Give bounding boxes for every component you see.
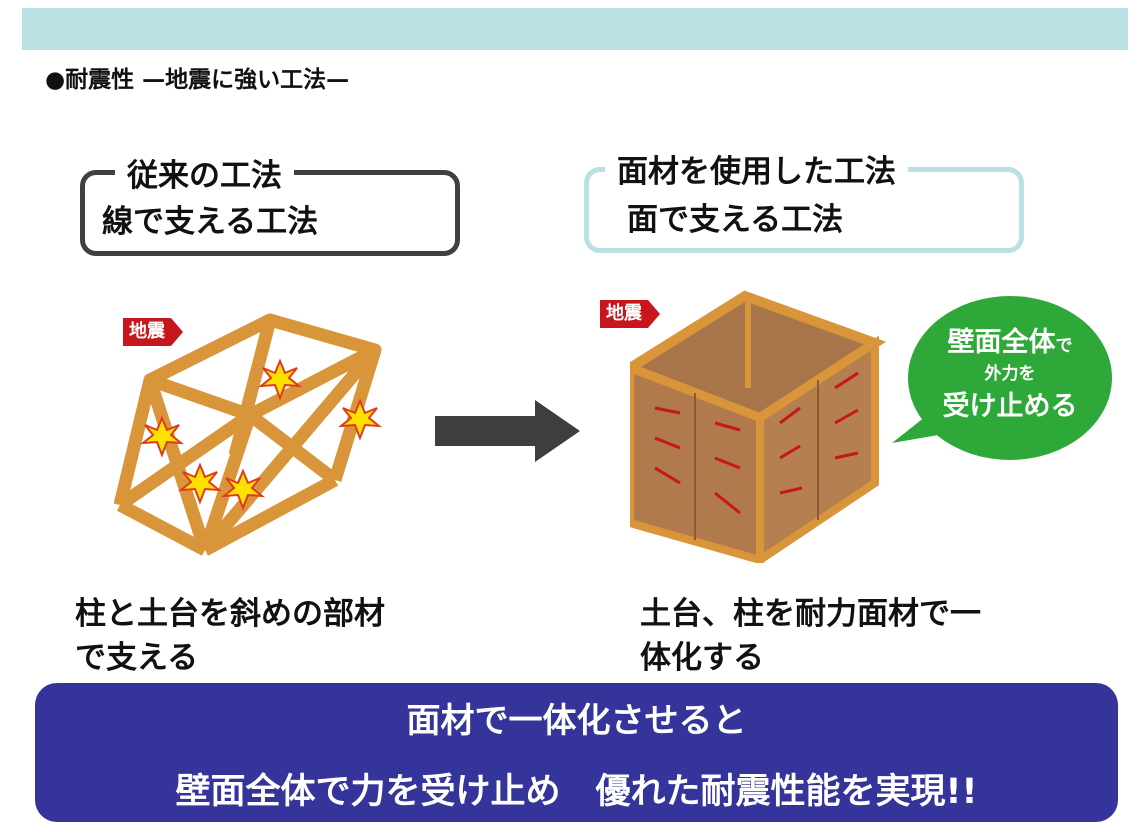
right-arrow-icon	[435, 400, 580, 462]
left-caption-line1: 柱と土台を斜めの部材	[75, 596, 385, 632]
bubble-line1-small: で	[1055, 336, 1073, 356]
earthquake-tag: 地震	[600, 300, 660, 328]
panel-box-illustration	[630, 290, 887, 563]
section-heading: ●耐震性 —地震に強い工法—	[45, 67, 350, 93]
header-band	[22, 8, 1128, 50]
impact-star-icon	[139, 415, 185, 458]
left-caption-line2: で支える	[75, 640, 199, 676]
panel-method-title: 面材を使用した工法	[605, 146, 908, 191]
bubble-text: 壁面全体で 外力を 受け止める	[915, 320, 1105, 423]
bubble-line2: 外力を	[984, 364, 1036, 384]
conventional-method-title: 従来の工法	[115, 150, 294, 195]
bubble-line1: 壁面全体	[947, 327, 1056, 358]
left-caption: 柱と土台を斜めの部材 で支える	[75, 592, 385, 680]
right-caption-line2: 体化する	[640, 640, 764, 676]
conventional-method-subtitle: 線で支える工法	[102, 204, 319, 240]
speech-bubble	[892, 296, 1112, 460]
impact-star-icon	[337, 398, 383, 441]
summary-banner: 面材で一体化させると 壁面全体で力を受け止め 優れた耐震性能を実現!!	[35, 683, 1118, 822]
banner-line2: 壁面全体で力を受け止め 優れた耐震性能を実現!!	[175, 772, 978, 812]
earthquake-tag: 地震	[123, 318, 183, 346]
banner-line1: 面材で一体化させると	[406, 701, 747, 741]
right-caption: 土台、柱を耐力面材で一 体化する	[640, 592, 981, 680]
bubble-line3: 受け止める	[942, 391, 1078, 422]
impact-star-icon	[220, 468, 266, 511]
right-caption-line1: 土台、柱を耐力面材で一	[640, 596, 981, 632]
braced-frame-illustration	[113, 313, 383, 556]
panel-method-subtitle: 面で支える工法	[627, 202, 844, 238]
impact-star-icon	[257, 358, 303, 401]
impact-star-icon	[177, 462, 223, 505]
